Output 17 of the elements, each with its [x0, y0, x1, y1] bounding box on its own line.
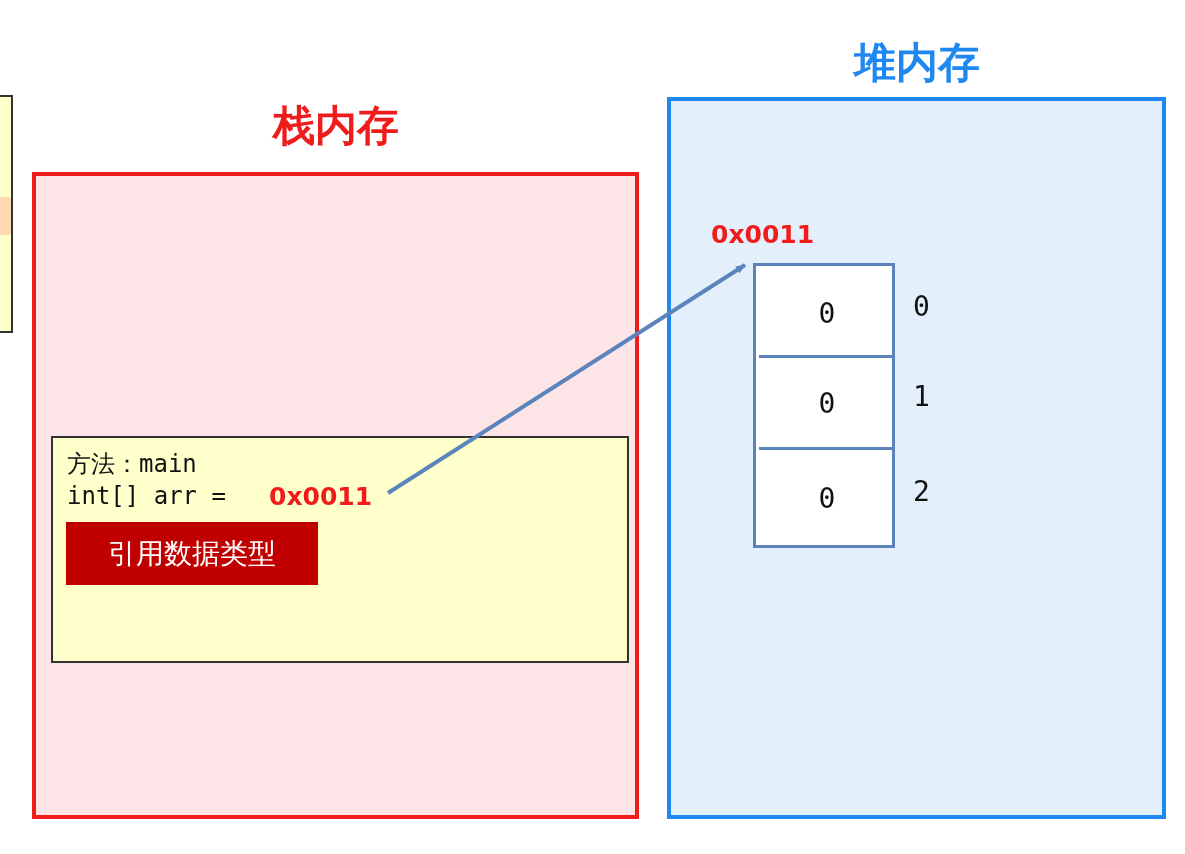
method-label: 方法：main	[67, 449, 197, 480]
area-title: 栈内存	[272, 100, 399, 152]
cell-value: 0	[818, 482, 836, 515]
frame-box	[0, 95, 13, 333]
index-label: 2	[913, 475, 930, 508]
address-label: 0x0011	[711, 220, 815, 249]
type-badge	[66, 522, 318, 585]
cell-value: 0	[818, 387, 836, 420]
address-text: 0x0011	[269, 482, 373, 511]
area-title: 堆内存	[853, 37, 980, 89]
arrow	[386, 263, 747, 495]
cell-value: 0	[818, 296, 836, 330]
type-badge-text: 引用数据类型	[108, 536, 276, 572]
variable-declaration: int[] arr =	[67, 482, 226, 510]
index-label: 0	[913, 289, 930, 323]
method-frame	[51, 436, 629, 663]
index-label: 1	[913, 380, 930, 413]
